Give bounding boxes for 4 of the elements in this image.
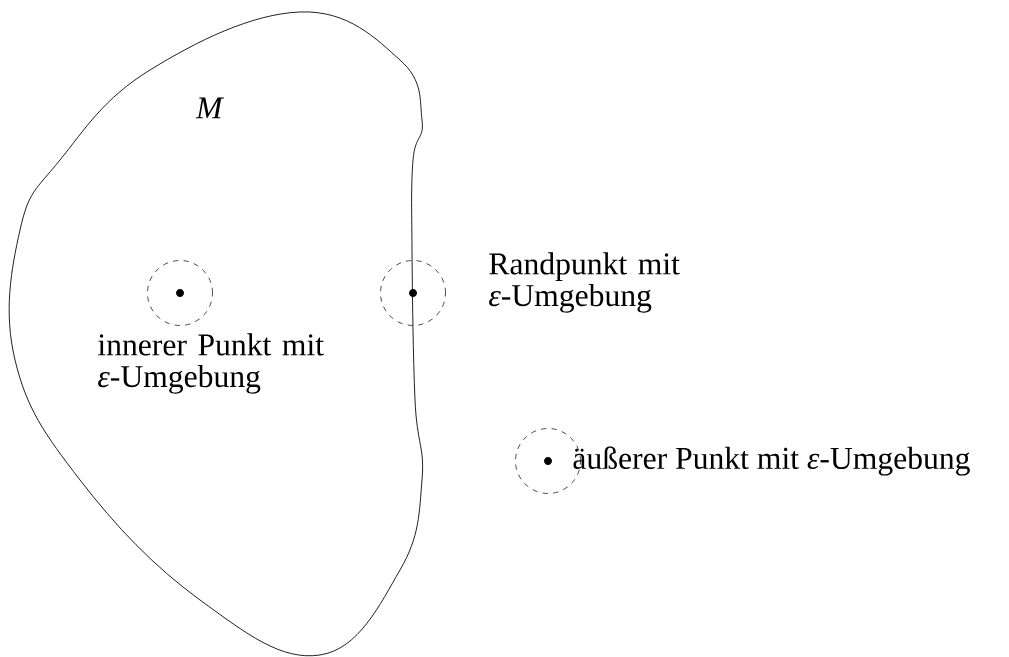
point-label: innerer Punkt mit ε-Umgebung xyxy=(98,333,324,394)
point-label: Randpunkt mit ε-Umgebung xyxy=(489,252,680,313)
set-label: M xyxy=(195,97,224,119)
point-label: äußerer Punkt mit ε-Umgebung xyxy=(573,446,970,476)
